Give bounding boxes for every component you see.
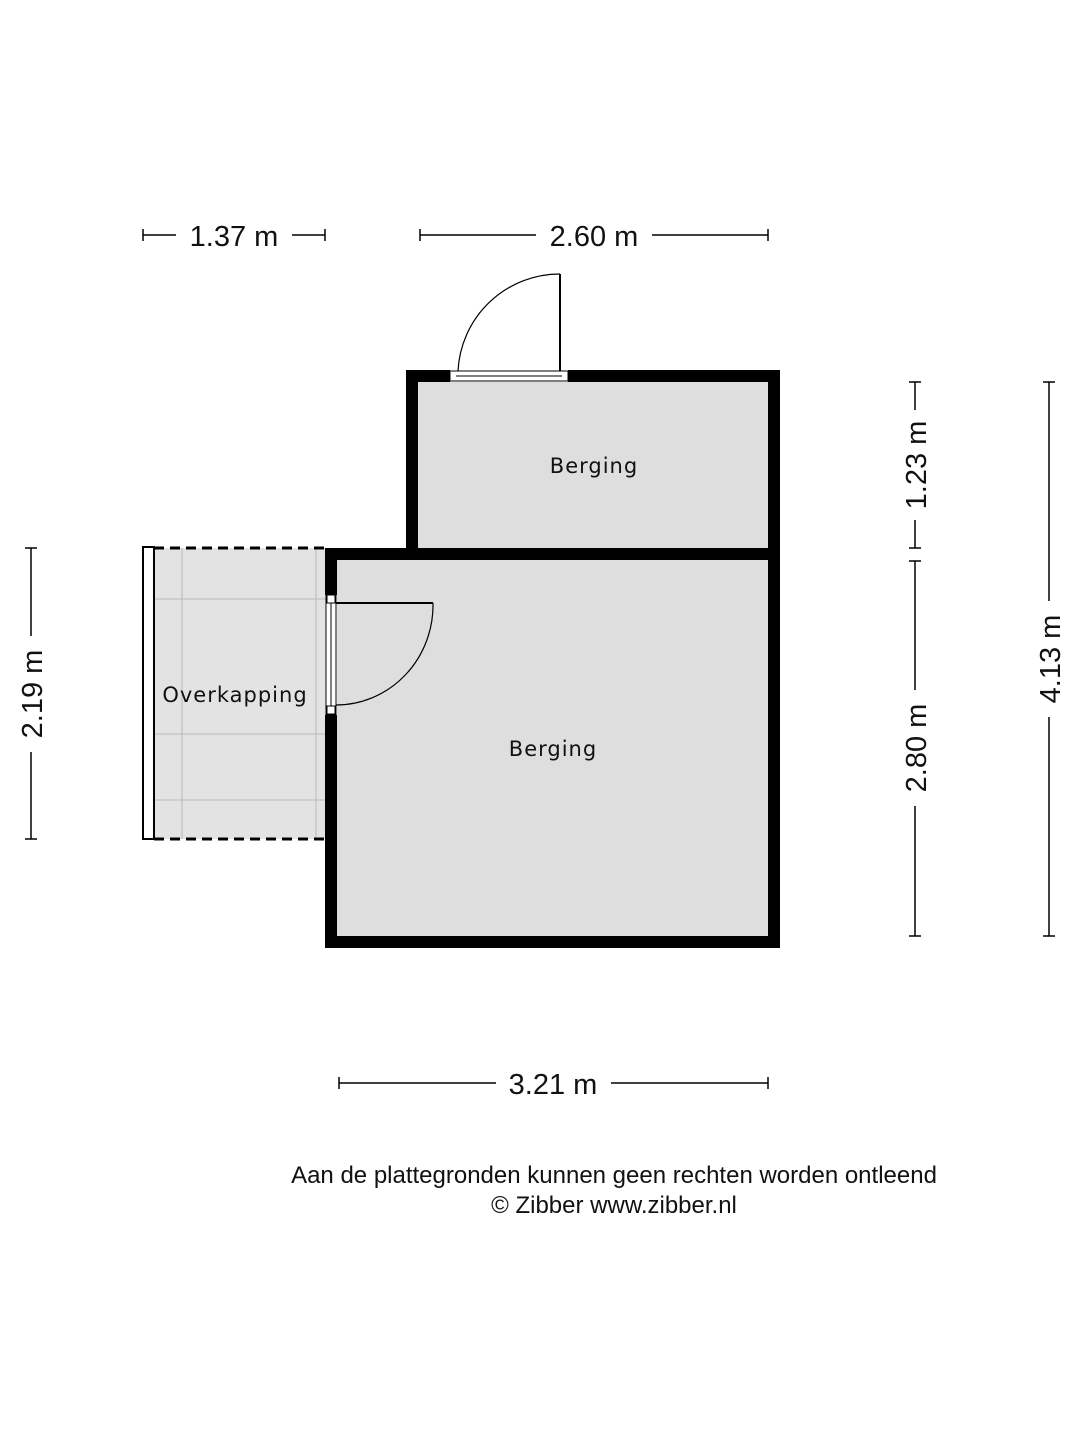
wall: [768, 370, 780, 948]
room-label-berging-main: Berging: [509, 737, 597, 761]
door-jamb: [326, 705, 336, 715]
door-jamb: [326, 594, 336, 604]
wall: [325, 936, 780, 948]
dimension-label-right-upper: 1.23 m: [901, 421, 933, 510]
dimension-label-left: 2.19 m: [17, 650, 49, 739]
door-swing-arc: [457, 273, 561, 372]
side-door: [325, 594, 434, 716]
door-swing-arc: [335, 602, 434, 706]
berging-main-floor: [337, 560, 768, 936]
berging-top-floor: [418, 382, 768, 548]
wall: [325, 715, 337, 948]
overkapping-floor: [148, 548, 326, 839]
overkapping-beam: [142, 546, 155, 840]
dimension-label-right-lower: 2.80 m: [901, 704, 933, 793]
wall: [325, 548, 337, 595]
copyright-text: © Zibber www.zibber.nl: [491, 1192, 737, 1219]
dimension-bottom: [338, 1077, 769, 1089]
dimension-label-top-left: 1.37 m: [190, 221, 279, 253]
room-label-berging-top: Berging: [550, 454, 638, 478]
overkapping-area: [142, 546, 326, 841]
wall: [406, 370, 418, 560]
dimension-right-lower: [909, 560, 921, 937]
disclaimer-text: Aan de plattegronden kunnen geen rechten…: [291, 1162, 937, 1189]
walls: [325, 370, 780, 948]
wall: [568, 370, 780, 382]
dimension-label-bottom: 3.21 m: [509, 1069, 598, 1101]
dimension-right-total: [1043, 381, 1055, 937]
dimension-label-right-total: 4.13 m: [1035, 615, 1067, 704]
dimension-label-top-right: 2.60 m: [550, 221, 639, 253]
dimension-top-right: [419, 229, 769, 241]
dimension-top-left: [142, 229, 326, 241]
dimension-right-upper: [909, 381, 921, 549]
wall: [325, 548, 780, 560]
top-door: [449, 273, 569, 382]
dimension-left: [25, 547, 37, 840]
room-label-overkapping: Overkapping: [162, 683, 307, 707]
